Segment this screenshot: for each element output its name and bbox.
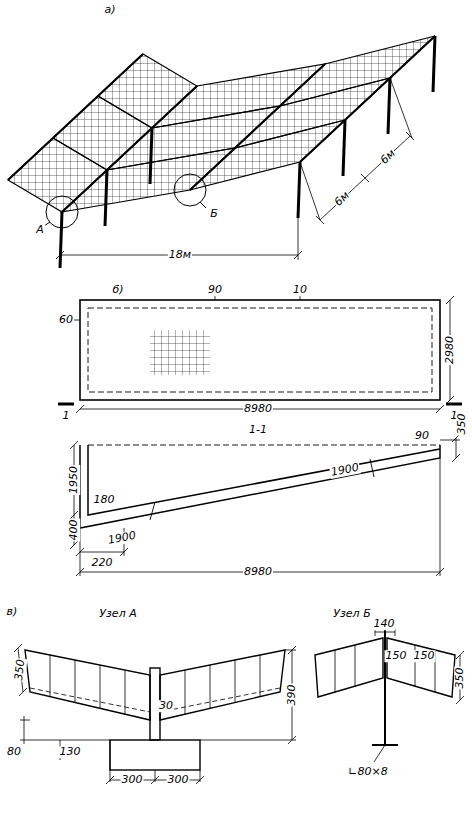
dimension-label: Узел Б (332, 608, 371, 620)
dimension-label: ∟80×8 (347, 766, 388, 778)
dimension-label: 350 (454, 667, 466, 690)
panel-section (70, 434, 460, 576)
dimension-label: 1 (62, 410, 71, 422)
dimension-label: 90 (207, 284, 223, 296)
dimension-label: 10 (292, 284, 308, 296)
dimension-label: в) (6, 606, 19, 618)
roof-valleys (8, 36, 435, 212)
dimension-label: 150 (385, 650, 408, 662)
dimension-label: 300 (121, 774, 144, 786)
dimension-label: 18м (168, 249, 192, 261)
dimension-label: б) (111, 284, 124, 296)
dimension-label: 1900 (106, 529, 138, 546)
dimension-label: 350 (13, 658, 27, 682)
dimension-label: 150 (413, 650, 436, 662)
dimension-label: А (35, 224, 45, 236)
dimension-label: 140 (373, 618, 396, 630)
dimension-label: 8980 (243, 403, 273, 415)
dimension-label: 90 (414, 430, 430, 442)
columns (60, 36, 435, 268)
dimension-lines-a (56, 78, 414, 260)
dimension-label: Б (209, 208, 219, 220)
dimension-label: 2980 (444, 335, 456, 365)
dimension-label: 300 (167, 774, 190, 786)
dimension-label: 180 (93, 494, 116, 506)
dimension-label: 6м (332, 189, 353, 209)
node-a-detail (14, 644, 296, 784)
dimension-label: 390 (286, 684, 298, 707)
dimension-label: 350 (456, 413, 468, 436)
dimension-label: 1900 (329, 461, 361, 478)
node-b-detail (315, 628, 464, 762)
dimension-label: Узел А (98, 608, 137, 620)
callout-circles (44, 174, 206, 228)
dimension-label: 8980 (243, 566, 273, 578)
roof-plates (8, 36, 435, 212)
dimension-label: 30 (158, 700, 174, 712)
dimension-label: 220 (91, 557, 114, 569)
panel-plan (58, 294, 462, 413)
dimension-label: 80 (6, 746, 22, 758)
dimension-label: 1-1 (248, 424, 268, 436)
dimension-label: 1950 (68, 465, 80, 495)
dimension-label: 60 (58, 314, 74, 326)
dimension-label: 6м (378, 147, 399, 167)
dimension-label: 130 (59, 746, 82, 758)
dimension-label: 400 (68, 519, 80, 542)
dimension-label: а) (103, 4, 116, 16)
